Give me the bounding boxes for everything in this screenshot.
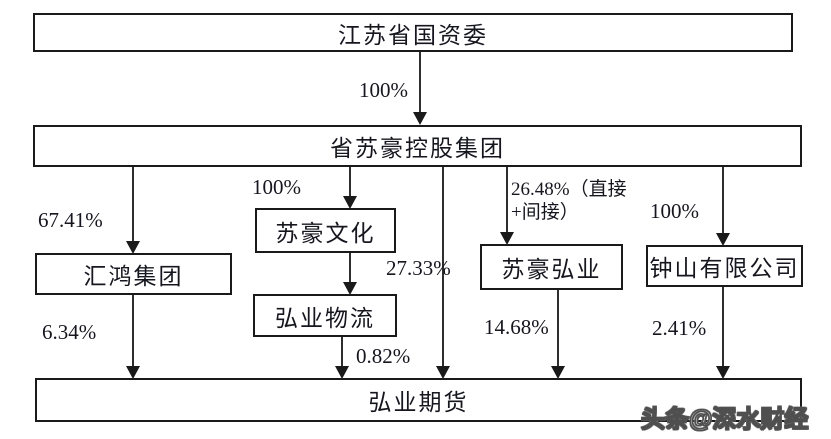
- edge-label-hongye-futures: 14.68%: [484, 315, 549, 339]
- node-suhao-hongye: 苏豪弘业: [480, 244, 623, 290]
- edge-line-holding-culture: [349, 167, 351, 196]
- node-suhao-holding: 省苏豪控股集团: [33, 125, 802, 167]
- edge-label-zhongshan-futures: 2.41%: [652, 316, 707, 340]
- edge-label-holding-futures: 27.33%: [386, 256, 451, 280]
- edge-line-zhongshan-futures: [722, 287, 724, 366]
- arrow-down-icon: [126, 366, 140, 379]
- edge-label-holding-huihong: 67.41%: [38, 208, 103, 232]
- edge-line-logistics-futures: [341, 337, 343, 366]
- arrow-down-icon: [716, 366, 730, 379]
- edge-label-holding-culture: 100%: [252, 175, 301, 199]
- arrow-down-icon: [343, 196, 357, 209]
- arrow-down-icon: [716, 233, 730, 246]
- edge-label-holding-zhongshan: 100%: [650, 199, 699, 223]
- arrow-down-icon: [436, 366, 450, 379]
- arrow-down-icon: [126, 241, 140, 254]
- arrow-down-icon: [335, 366, 349, 379]
- edge-line-holding-hongye: [506, 167, 508, 232]
- edge-line-holding-zhongshan: [722, 167, 724, 233]
- node-huihong-group: 汇鸿集团: [35, 253, 232, 295]
- arrow-down-icon: [413, 112, 427, 125]
- edge-line-holding-huihong: [132, 167, 134, 241]
- edge-label-logistics-futures: 0.82%: [356, 344, 411, 368]
- node-zhongshan-co: 钟山有限公司: [646, 245, 803, 287]
- edge-line-sasac-holding: [419, 52, 421, 113]
- edge-label-sasac-holding: 100%: [359, 78, 408, 102]
- edge-label-huihong-futures: 6.34%: [42, 320, 97, 344]
- edge-line-culture-logistics: [349, 253, 351, 282]
- arrow-down-icon: [551, 366, 565, 379]
- arrow-down-icon: [343, 282, 357, 295]
- watermark-toutiao-shenshui: 头条@深水财经社: [640, 405, 809, 434]
- edge-line-hongye-futures: [557, 290, 559, 366]
- node-hongye-futures: 弘业期货: [35, 378, 802, 422]
- edge-label-holding-hongye: 26.48%（直接+间接）: [511, 179, 627, 223]
- arrow-down-icon: [500, 232, 514, 245]
- edge-line-huihong-futures: [132, 295, 134, 366]
- edge-line-holding-futures: [442, 167, 444, 366]
- node-suhao-culture: 苏豪文化: [255, 208, 396, 253]
- node-hongye-logistics: 弘业物流: [253, 294, 397, 337]
- node-jiangsu-sasac: 江苏省国资委: [33, 13, 793, 52]
